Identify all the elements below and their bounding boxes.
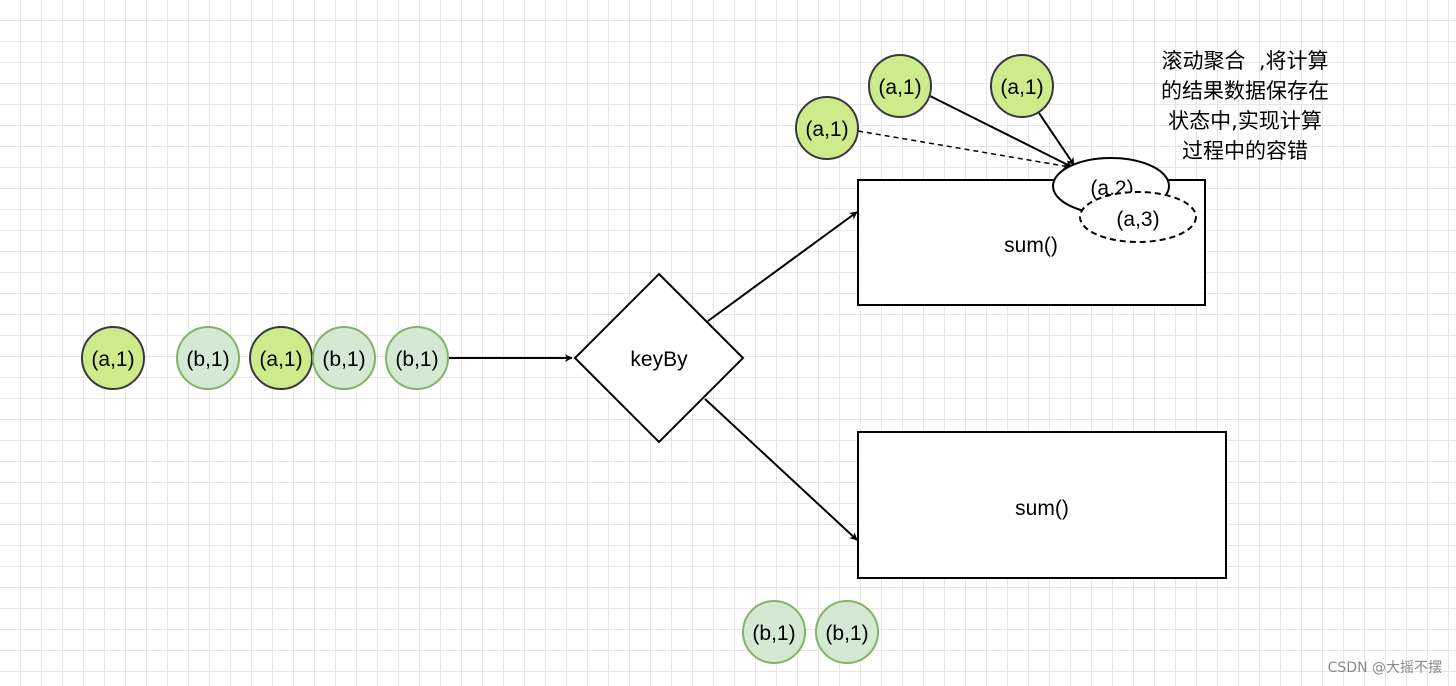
bottom-b-circle-2 (815, 600, 879, 664)
input-b-circle-3 (385, 326, 449, 390)
edge-keyby-to-sum-top (707, 211, 858, 322)
edge-keyby-to-sum-bottom (704, 398, 858, 541)
annotation-line-3: 状态中,实现计算 (1168, 109, 1322, 133)
state-new-label: (a,3) (1116, 208, 1159, 231)
keyby-diamond (573, 272, 745, 444)
edge-incoming-mid-to-state (929, 95, 1073, 168)
incoming-a-label-left: (a,1) (805, 118, 848, 141)
sum-bottom-label: sum() (1015, 497, 1069, 520)
annotation-text: 滚动聚合 ,将计算 的结果数据保存在 状态中,实现计算 过程中的容错 (1161, 49, 1329, 163)
sum-top-label: sum() (1004, 234, 1058, 257)
sum-box-bottom (857, 431, 1227, 579)
annotation-line-4: 过程中的容错 (1182, 139, 1308, 163)
input-b-label-3: (b,1) (395, 348, 438, 371)
keyby-label: keyBy (630, 348, 688, 371)
edge-incoming-right-to-state (1038, 112, 1075, 166)
incoming-a-label-mid: (a,1) (878, 76, 921, 99)
input-a-circle-1 (81, 326, 145, 390)
annotation-line-2: 的结果数据保存在 (1161, 79, 1329, 103)
incoming-a-circle-right (990, 54, 1054, 118)
input-a-label-1: (a,1) (91, 348, 134, 371)
incoming-a-circle-mid (868, 54, 932, 118)
input-a-label-2: (a,1) (259, 348, 302, 371)
incoming-a-label-right: (a,1) (1000, 76, 1043, 99)
state-new-ellipse (1079, 191, 1197, 243)
incoming-a-circle-left (795, 96, 859, 160)
input-b-label-1: (b,1) (186, 348, 229, 371)
annotation-line-1: 滚动聚合 ,将计算 (1161, 49, 1328, 73)
input-b-label-2: (b,1) (322, 348, 365, 371)
bottom-b-circle-1 (742, 600, 806, 664)
bottom-b-label-1: (b,1) (752, 622, 795, 645)
input-b-circle-1 (176, 326, 240, 390)
input-b-circle-2 (312, 326, 376, 390)
bottom-b-label-2: (b,1) (825, 622, 868, 645)
watermark: CSDN @大摇不摆 (1328, 660, 1442, 676)
